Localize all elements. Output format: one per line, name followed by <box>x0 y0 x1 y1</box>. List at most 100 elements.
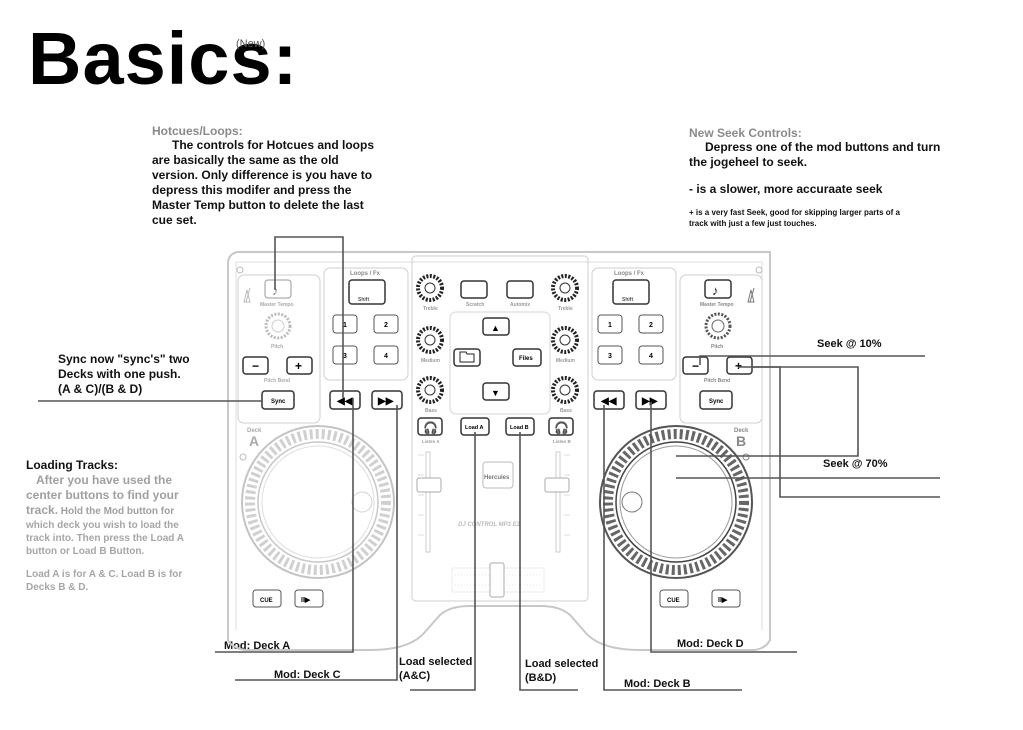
pad-right-2[interactable] <box>638 314 664 334</box>
deck-word-left: Deck <box>247 428 262 434</box>
deck-letter-right: B <box>736 433 746 449</box>
play-label-left: II▶ <box>301 597 311 604</box>
shift-button-right[interactable] <box>612 279 650 305</box>
leader-lines <box>38 236 940 691</box>
cue-button-left[interactable] <box>252 589 282 608</box>
cue-button-right[interactable] <box>659 589 689 608</box>
seek-line-1: Depress one of the mod buttons and turn <box>705 140 941 154</box>
seek-minus-note: - is a slower, more accuraate seek <box>689 182 883 196</box>
callout-mod-d: Mod: Deck D <box>677 638 744 650</box>
loading-line-3-rest: Hold the Mod button for <box>58 506 175 517</box>
forward-icon-right: ▶▶ <box>641 396 659 407</box>
treble-knob-left[interactable] <box>416 274 444 302</box>
loading-line-3-bold: track. <box>26 503 59 517</box>
pad-right-3[interactable] <box>597 345 623 365</box>
medium-knob-right[interactable] <box>551 326 579 354</box>
metronome-icon-left <box>243 287 251 303</box>
jog-wheel-left[interactable] <box>241 425 395 579</box>
pad-right-2-label: 2 <box>649 322 653 329</box>
automix-label: Automix <box>510 302 530 308</box>
shift-button-left[interactable] <box>348 279 386 305</box>
music-note-icon-left: ♪ <box>272 283 279 298</box>
top-mixer-button-1[interactable] <box>460 280 488 299</box>
pitch-bend-label-left: Pitch Bend <box>264 378 290 384</box>
sync-button-right[interactable] <box>699 390 733 410</box>
load-a-label: Load A <box>465 425 483 431</box>
down-arrow-icon: ▼ <box>491 388 500 398</box>
bass-knob-right[interactable] <box>551 376 579 404</box>
browse-up-button[interactable] <box>482 317 510 336</box>
callout-mod-b: Mod: Deck B <box>624 678 691 690</box>
pitch-knob-left-cap <box>271 319 285 333</box>
folder-button[interactable] <box>453 348 481 367</box>
sync-line-2: Decks with one push. <box>58 367 181 381</box>
loading-line-6: button or Load B Button. <box>26 546 145 557</box>
files-label: Files <box>519 356 533 362</box>
listen-a-button[interactable] <box>417 417 443 436</box>
sync-line-1: Sync now "sync's" two <box>58 352 190 366</box>
pad-left-1[interactable] <box>332 314 358 334</box>
metronome-icon-right <box>747 287 755 303</box>
pad-right-1[interactable] <box>597 314 623 334</box>
loading-note: Loading Tracks: After you have used the … <box>26 458 226 594</box>
loading-line-3: track. Hold the Mod button for <box>26 503 226 519</box>
leader-seek-10-a <box>699 355 925 365</box>
pad-left-4[interactable] <box>373 345 399 365</box>
leader-hotcues <box>274 236 344 398</box>
hotcues-note: Hotcues/Loops: The controls for Hotcues … <box>152 124 412 228</box>
loading-line-1: After you have used the <box>36 473 173 487</box>
treble-knob-right[interactable] <box>551 274 579 302</box>
callout-load-ac-line-1: Load selected <box>399 656 473 668</box>
volume-fader-left[interactable] <box>416 451 442 553</box>
pitch-bend-minus-right[interactable] <box>682 356 709 375</box>
volume-fader-right[interactable] <box>544 451 570 553</box>
brand-label: Hercules <box>484 475 510 481</box>
medium-knob-left[interactable] <box>416 326 444 354</box>
pitch-bend-plus-left[interactable] <box>286 356 313 375</box>
master-tempo-label-left: Master Tempo <box>260 302 294 308</box>
shift-label-left: Shift <box>358 297 369 303</box>
pitch-bend-minus-left[interactable] <box>242 356 269 375</box>
hotcues-line-4: depress this modifer and press the <box>152 183 352 197</box>
jog-wheel-right[interactable] <box>599 425 753 579</box>
play-button-right[interactable] <box>711 589 741 608</box>
callout-load-bd: Load selected (B&D) <box>525 657 598 685</box>
pitch-bend-plus-right[interactable] <box>726 356 753 375</box>
screw-left-top <box>236 266 244 274</box>
loops-label-right: Loops / Fx <box>614 271 645 277</box>
seek-plus-line-2: track with just a few just touches. <box>689 219 817 228</box>
deck-letter-left: A <box>249 433 259 449</box>
pad-left-2[interactable] <box>373 314 399 334</box>
cue-label-right: CUE <box>667 598 680 604</box>
deck-word-right: Deck <box>734 428 749 434</box>
listen-b-button[interactable] <box>548 417 574 436</box>
master-tempo-label-right: Master Tempo <box>700 302 734 308</box>
left-pad-panel <box>323 267 409 381</box>
crossfader[interactable] <box>451 562 545 598</box>
pad-right-4[interactable] <box>638 345 664 365</box>
seek-heading: New Seek Controls: <box>689 126 802 140</box>
seek-plus-line-1: + is a very fast Seek, good for skipping… <box>689 208 900 217</box>
medium-label-left: Medium <box>421 358 440 364</box>
sync-button-left[interactable] <box>261 390 295 410</box>
pad-left-3[interactable] <box>332 345 358 365</box>
plus-icon-left: + <box>295 359 302 373</box>
controller-body-outline <box>227 251 771 651</box>
top-mixer-button-2[interactable] <box>506 280 534 299</box>
folder-icon <box>459 351 475 363</box>
play-button-left[interactable] <box>294 589 324 608</box>
files-button[interactable] <box>512 348 542 367</box>
forward-button-left[interactable] <box>371 390 403 410</box>
bass-knob-left[interactable] <box>416 376 444 404</box>
right-pad-panel <box>591 267 677 381</box>
master-tempo-button-right[interactable] <box>704 279 732 299</box>
forward-icon-left: ▶▶ <box>377 396 395 407</box>
rewind-button-right[interactable] <box>593 390 625 410</box>
loading-line-5: track into. Then press the Load A <box>26 533 184 544</box>
model-label: DJ CONTROL MP3 E2 <box>458 522 521 528</box>
leader-mod-deck-b <box>603 405 742 691</box>
pad-right-4-label: 4 <box>649 353 653 360</box>
browse-down-button[interactable] <box>482 382 510 401</box>
loading-note-line-1: Load A is for A & C. Load B is for <box>26 569 183 580</box>
master-tempo-button-left[interactable] <box>264 279 292 299</box>
